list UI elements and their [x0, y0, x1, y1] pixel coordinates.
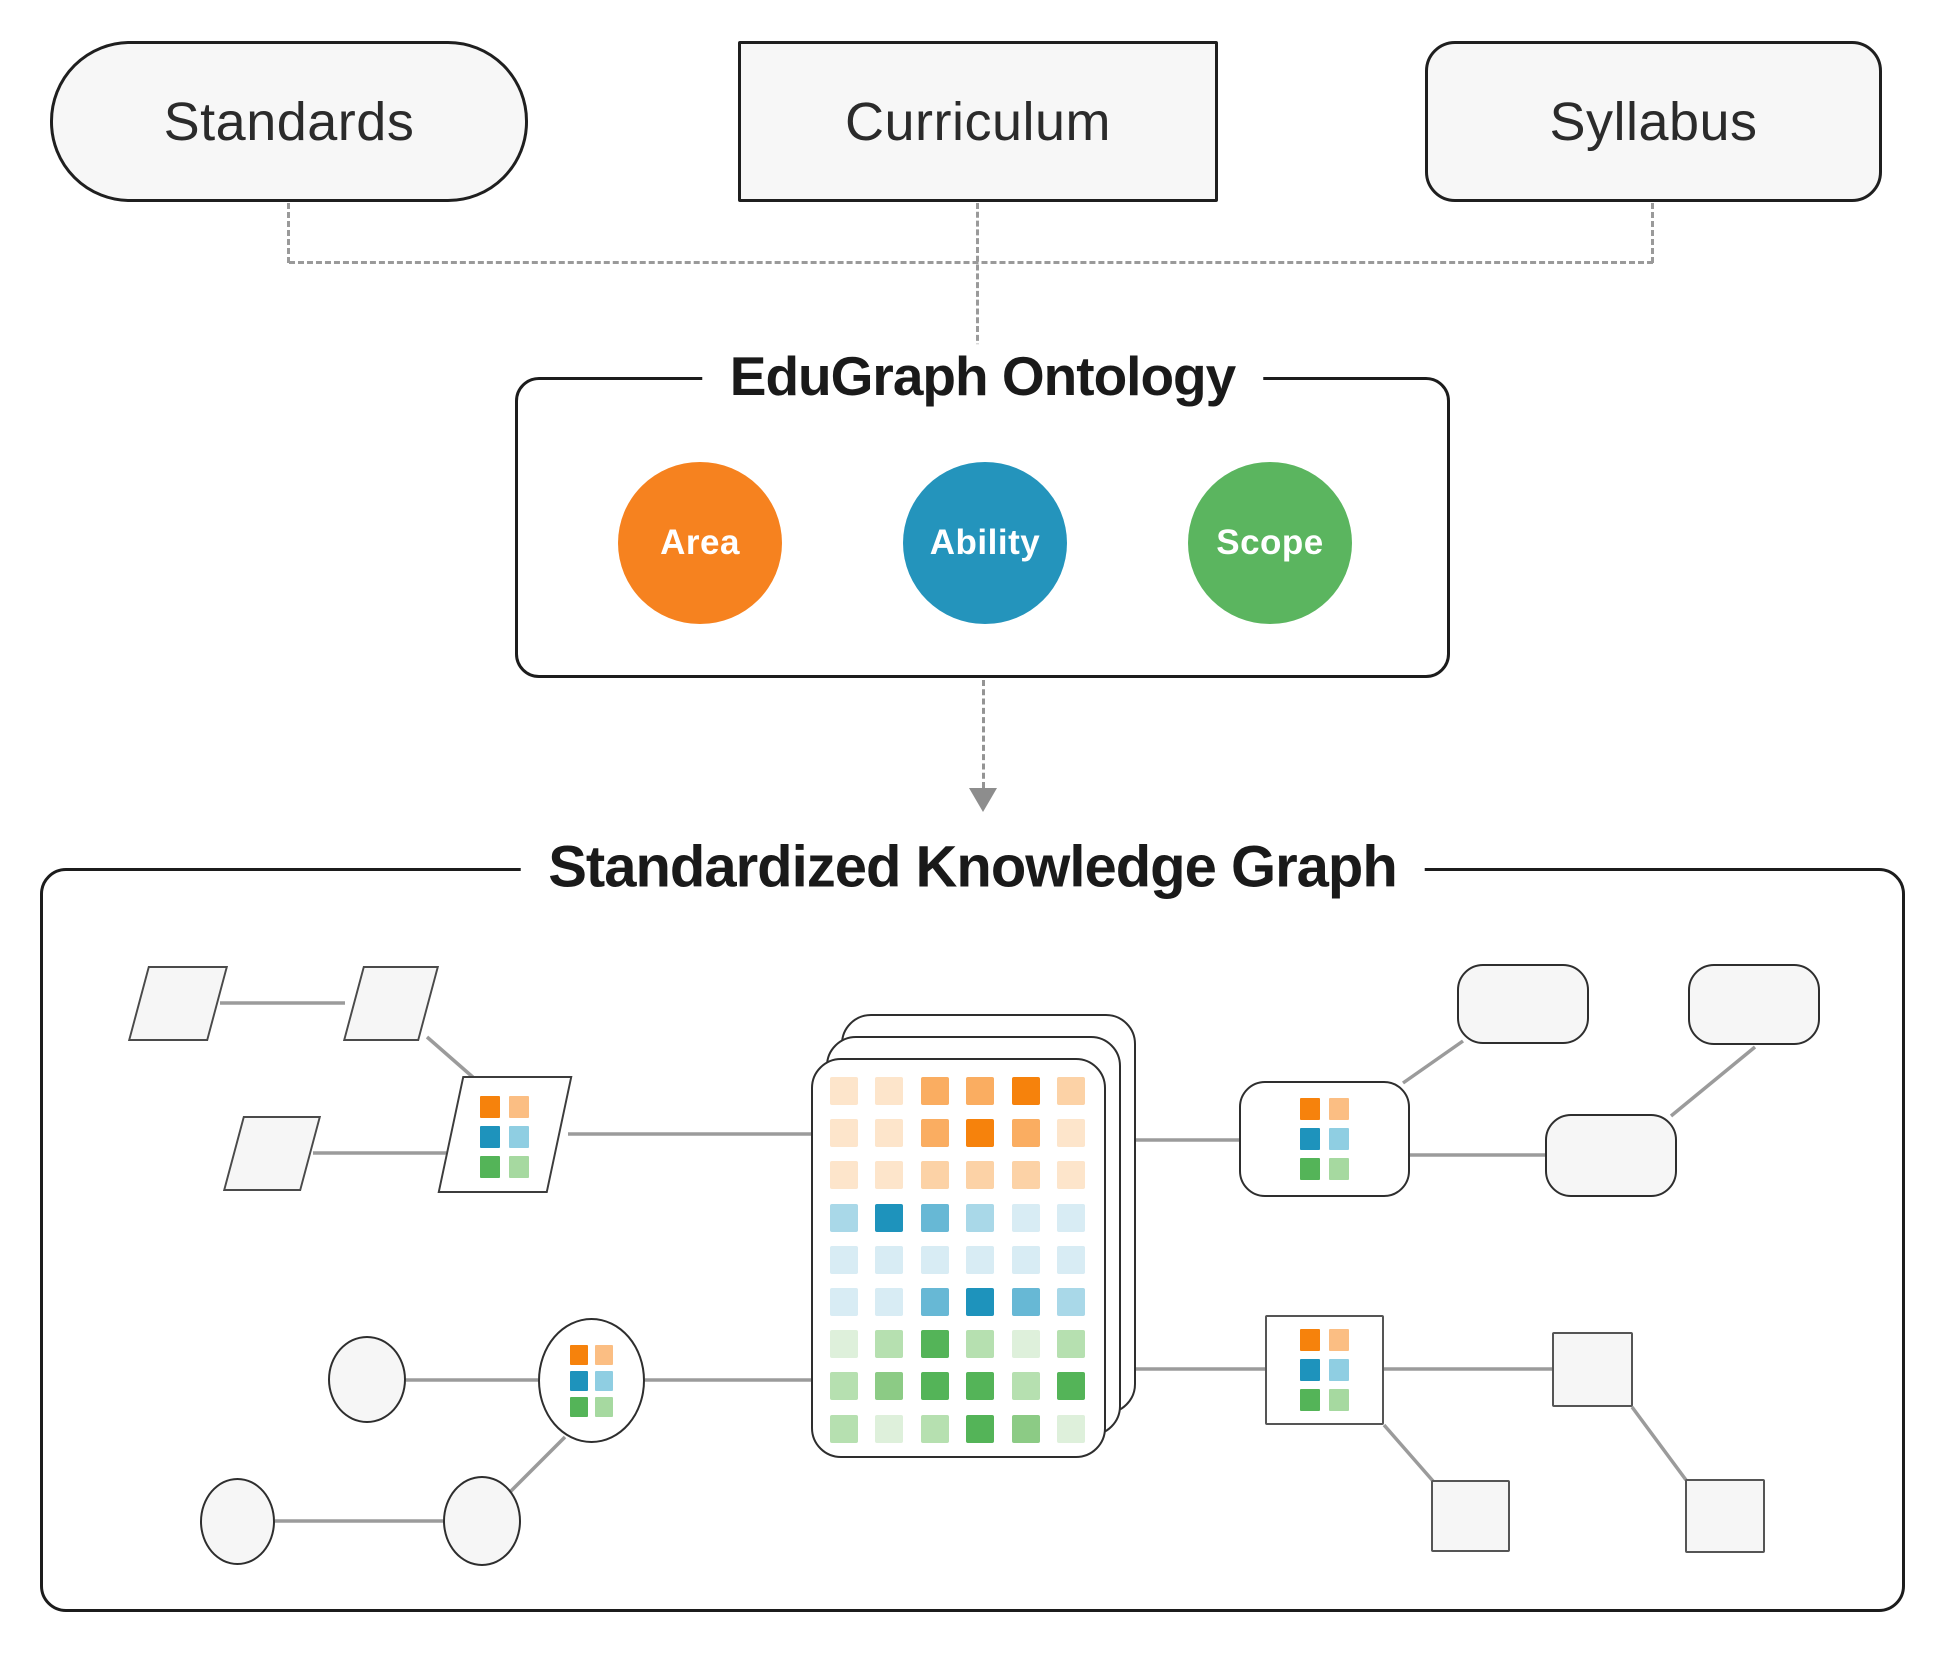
knowledge-graph-title: Standardized Knowledge Graph [520, 833, 1425, 901]
syllabus-node: Syllabus [1425, 41, 1882, 202]
matrix-rect-grid [1300, 1329, 1349, 1411]
matrix-circle-node [538, 1318, 645, 1443]
square-node-1 [1552, 1332, 1633, 1407]
matrix-rect-node [1265, 1315, 1384, 1425]
concept-ability: Ability [903, 462, 1067, 624]
circle-node-1 [328, 1336, 406, 1423]
standards-label: Standards [163, 91, 415, 152]
curriculum-node: Curriculum [738, 41, 1218, 202]
concept-ability-label: Ability [929, 523, 1041, 562]
rounded-node-1 [1457, 964, 1589, 1044]
ontology-title: EduGraph Ontology [701, 344, 1264, 409]
square-node-3 [1685, 1479, 1765, 1553]
concept-area-label: Area [660, 523, 740, 562]
rounded-node-2 [1688, 964, 1820, 1045]
concept-scope: Scope [1188, 462, 1352, 624]
standards-connector [287, 203, 290, 263]
concept-area: Area [618, 462, 782, 624]
square-node-2 [1431, 1480, 1510, 1552]
arrow-down-icon [969, 788, 997, 812]
circle-node-3 [443, 1476, 521, 1566]
circle-node-2 [200, 1478, 275, 1565]
knowledge-graph-box: Standardized Knowledge Graph [40, 833, 1905, 1612]
matrix-circle-grid [570, 1344, 613, 1417]
matrix-rounded-grid [1300, 1098, 1349, 1180]
concept-scope-label: Scope [1216, 523, 1324, 562]
matrix-rounded-node [1239, 1081, 1410, 1197]
matrix-parallelogram-grid [480, 1096, 529, 1178]
standards-node: Standards [50, 41, 528, 202]
heatmap-card-front [811, 1058, 1106, 1458]
curriculum-connector [976, 203, 979, 376]
syllabus-label: Syllabus [1549, 91, 1758, 152]
rounded-node-3 [1545, 1114, 1677, 1197]
ontology-to-graph-connector [982, 680, 985, 788]
syllabus-connector [1651, 203, 1654, 263]
heatmap-grid [813, 1060, 1104, 1456]
curriculum-label: Curriculum [844, 91, 1112, 152]
join-connector [289, 261, 1653, 264]
graph-edges-layer [220, 1001, 1757, 1523]
